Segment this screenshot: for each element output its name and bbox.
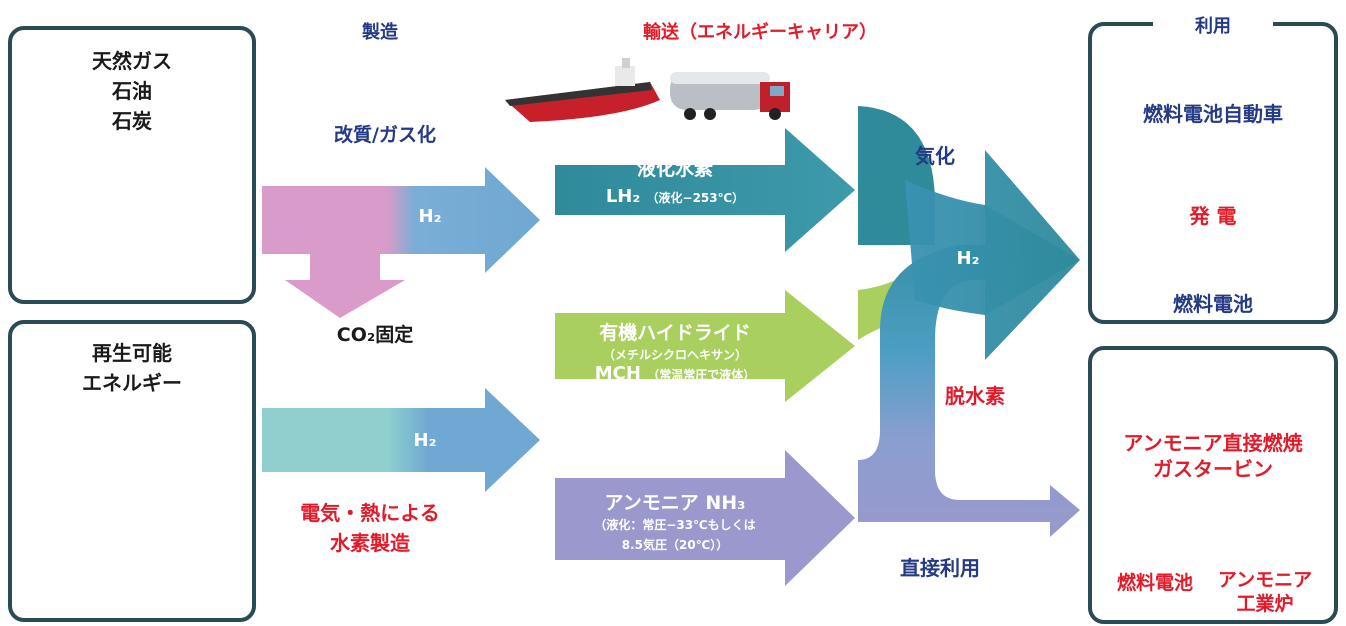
renewable-h2-arrow <box>262 388 540 492</box>
mch-sub1: （メチルシクロヘキサン） <box>602 348 747 362</box>
renewable-line-2: エネルギー <box>82 371 182 395</box>
nh3-furnace-label: アンモニア 工業炉 <box>1210 568 1320 616</box>
h2-top-label: H₂ <box>418 206 442 227</box>
production-header: 製造 <box>362 22 398 43</box>
lh2-formula: LH₂ <box>605 186 641 207</box>
electric-line-1: 電気・熱による <box>300 501 440 525</box>
renewable-line-1: 再生可能 <box>92 341 172 365</box>
gasify-label: 気化 <box>915 144 955 168</box>
co2-down-arrow <box>262 186 405 318</box>
nh3-sub2: 8.5気圧（20℃）） <box>621 538 729 552</box>
renewable-source-label: 再生可能 エネルギー <box>8 338 256 398</box>
merged-h2-label: H₂ <box>956 248 980 269</box>
electric-label: 電気・熱による 水素製造 <box>280 498 460 558</box>
fuelcell-label: 燃料電池 <box>1173 292 1253 316</box>
lh2-arrow <box>555 128 855 252</box>
usage-header: 利用 <box>1153 12 1273 38</box>
fossil-line-3: 石炭 <box>112 109 152 133</box>
mch-sub2: MCH （常温常圧で液体） <box>560 363 790 384</box>
h2-bottom-label: H₂ <box>413 430 437 451</box>
fossil-line-2: 石油 <box>112 79 152 103</box>
fuelcell2-label: 燃料電池 <box>1116 572 1193 594</box>
transport-header: 輸送（エネルギーキャリア） <box>643 22 877 43</box>
lh2-title: 液化水素 <box>636 158 713 180</box>
nh3-arrow <box>555 450 855 586</box>
nh3-turbine-label: アンモニア直接燃焼 ガスタービン <box>1088 430 1338 482</box>
nh3-sub1: （液化：常圧−33℃もしくは <box>594 518 756 532</box>
tanker-ship-image <box>505 58 660 122</box>
nh3-furnace-line-2: 工業炉 <box>1236 593 1294 615</box>
co2-label: CO₂固定 <box>336 324 414 346</box>
nh3-title: アンモニア NH₃ <box>604 492 746 514</box>
lh2-sub: LH₂ （液化−253℃） <box>560 186 790 207</box>
fcv-label: 燃料電池自動車 <box>1143 102 1283 126</box>
mch-note: （常温常圧で液体） <box>647 368 756 382</box>
mch-formula: MCH <box>594 363 641 384</box>
electric-line-2: 水素製造 <box>330 531 410 555</box>
usage-box-bottom <box>1088 346 1338 624</box>
direct-use-label: 直接利用 <box>900 556 980 580</box>
tanker-truck-image <box>670 72 790 120</box>
fossil-line-1: 天然ガス <box>92 49 172 73</box>
h2-merged-arrow <box>905 150 1080 360</box>
nh3-turbine-line-2: ガスタービン <box>1153 457 1273 481</box>
lh2-note: （液化−253℃） <box>646 191 745 205</box>
mch-arrow <box>555 290 855 402</box>
usage-box-top <box>1088 22 1338 324</box>
dehydro-label: 脱水素 <box>945 384 1005 408</box>
mch-title: 有機ハイドライド <box>599 322 751 344</box>
nh3-furnace-line-1: アンモニア <box>1217 569 1313 591</box>
fossil-source-box <box>8 26 256 304</box>
renewable-source-box <box>8 320 256 622</box>
reforming-label: 改質/ガス化 <box>334 124 436 146</box>
nh3-turbine-line-1: アンモニア直接燃焼 <box>1123 431 1303 455</box>
power-label: 発 電 <box>1189 204 1237 228</box>
fossil-source-label: 天然ガス 石油 石炭 <box>8 46 256 136</box>
